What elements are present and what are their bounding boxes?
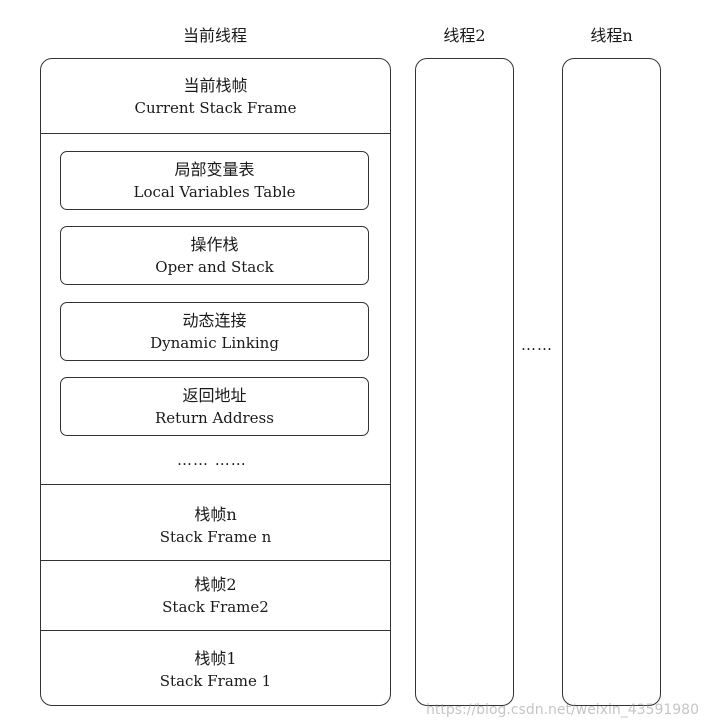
frame-part-zh: 返回地址	[182, 385, 247, 405]
operand-stack-box: 操作栈 Oper and Stack	[60, 226, 369, 285]
thread2-title: 线程2	[443, 26, 486, 45]
divider	[41, 133, 390, 134]
stack-frame-en: Stack Frame 1	[159, 672, 272, 690]
stack-frame-zh: 栈帧n	[194, 505, 237, 524]
stack-frame-2-label: 栈帧2 Stack Frame2	[41, 574, 390, 618]
dynamic-linking-box: 动态连接 Dynamic Linking	[60, 302, 369, 361]
stack-frame-n-label: 栈帧n Stack Frame n	[41, 504, 390, 548]
thread2-box	[415, 58, 514, 706]
frame-part-zh: 操作栈	[190, 234, 239, 254]
threadn-title: 线程n	[590, 26, 633, 45]
watermark: https://blog.csdn.net/weixin_43591980	[425, 702, 699, 718]
return-address-box: 返回地址 Return Address	[60, 377, 369, 436]
threads-ellipsis: ……	[521, 336, 553, 354]
current-stack-frame-label: 当前栈帧 Current Stack Frame	[41, 75, 390, 119]
inner-ellipsis: …… ……	[177, 451, 247, 469]
divider	[41, 484, 390, 485]
stack-frame-en: Stack Frame n	[159, 528, 272, 546]
current-stack-frame-en: Current Stack Frame	[134, 99, 297, 117]
stack-frame-zh: 栈帧1	[194, 649, 237, 668]
divider	[41, 630, 390, 631]
frame-part-en: Dynamic Linking	[150, 333, 279, 352]
threadn-box	[562, 58, 661, 706]
local-variables-table-box: 局部变量表 Local Variables Table	[60, 151, 369, 210]
current-thread-title: 当前线程	[182, 26, 247, 45]
divider	[41, 560, 390, 561]
frame-part-en: Return Address	[155, 408, 274, 427]
current-stack-frame-zh: 当前栈帧	[183, 76, 248, 95]
stack-frame-1-label: 栈帧1 Stack Frame 1	[41, 648, 390, 692]
stack-frame-zh: 栈帧2	[194, 575, 237, 594]
frame-part-zh: 动态连接	[182, 310, 247, 330]
frame-part-en: Local Variables Table	[133, 182, 296, 201]
current-thread-box: 当前栈帧 Current Stack Frame 局部变量表 Local Var…	[40, 58, 391, 706]
stack-frame-en: Stack Frame2	[162, 598, 269, 616]
frame-part-zh: 局部变量表	[174, 159, 255, 179]
frame-part-en: Oper and Stack	[155, 257, 274, 276]
